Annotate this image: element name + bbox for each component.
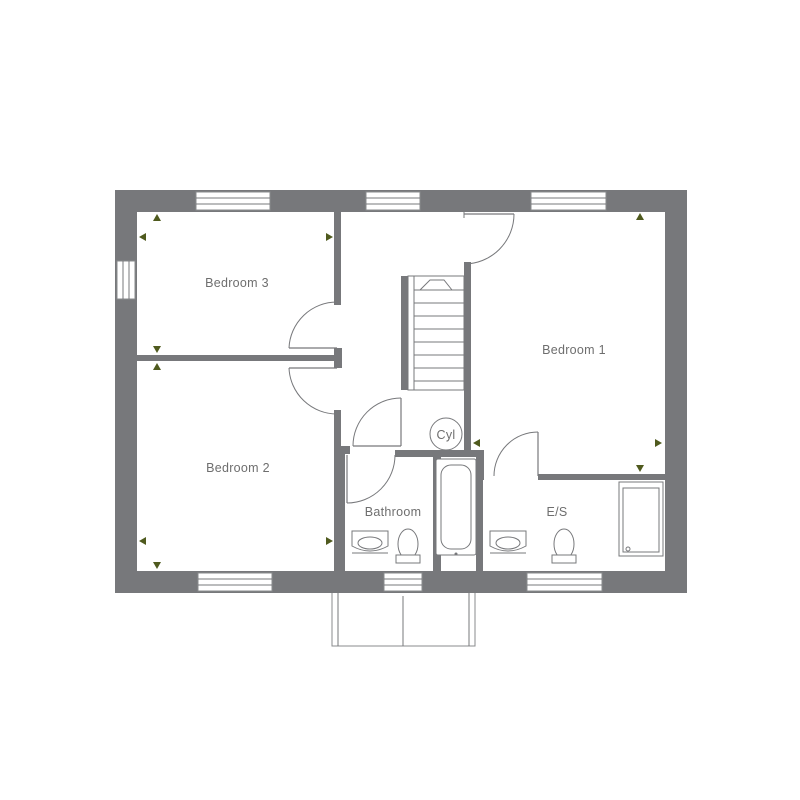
door-swing-icon (288, 301, 338, 349)
room-label-bedroom2: Bedroom 2 (206, 461, 270, 475)
socket-marker-icon (326, 233, 333, 241)
balcony (331, 591, 476, 647)
doors (288, 212, 539, 504)
window-icon (116, 260, 136, 300)
window-icon (530, 191, 607, 211)
basin-icon (351, 530, 389, 554)
room-label-bedroom3: Bedroom 3 (205, 276, 269, 290)
staircase-icon (407, 275, 465, 391)
cylinder: Cyl (429, 417, 463, 451)
window-icon (383, 572, 423, 592)
basin-icon (489, 530, 527, 554)
socket-marker-icon (139, 233, 146, 241)
cylinder-label: Cyl (437, 428, 456, 442)
window-icon (365, 191, 421, 211)
windows (116, 191, 607, 592)
door-swing-icon (288, 367, 338, 415)
room-label-bedroom1: Bedroom 1 (542, 343, 606, 357)
room-label-ensuite: E/S (546, 505, 567, 519)
socket-marker-icon (636, 465, 644, 472)
window-icon (197, 572, 273, 592)
toilet-icon (551, 528, 577, 564)
window-icon (195, 191, 271, 211)
socket-marker-icon (473, 439, 480, 447)
bath-icon (435, 458, 477, 556)
socket-marker-icon (326, 537, 333, 545)
socket-marker-icon (153, 346, 161, 353)
socket-marker-icon (139, 537, 146, 545)
socket-marker-icon (655, 439, 662, 447)
socket-marker-icon (153, 363, 161, 370)
markers (139, 213, 662, 569)
room-label-bathroom: Bathroom (365, 505, 422, 519)
socket-marker-icon (153, 562, 161, 569)
door-swing-icon (352, 397, 402, 447)
socket-marker-icon (636, 213, 644, 220)
door-swing-icon (493, 431, 539, 477)
toilet-icon (395, 528, 421, 564)
internal-walls (137, 212, 665, 571)
socket-marker-icon (153, 214, 161, 221)
door-swing-icon (346, 454, 396, 504)
window-icon (526, 572, 603, 592)
door-swing-icon (463, 212, 515, 265)
shower-tray-icon (618, 481, 664, 557)
